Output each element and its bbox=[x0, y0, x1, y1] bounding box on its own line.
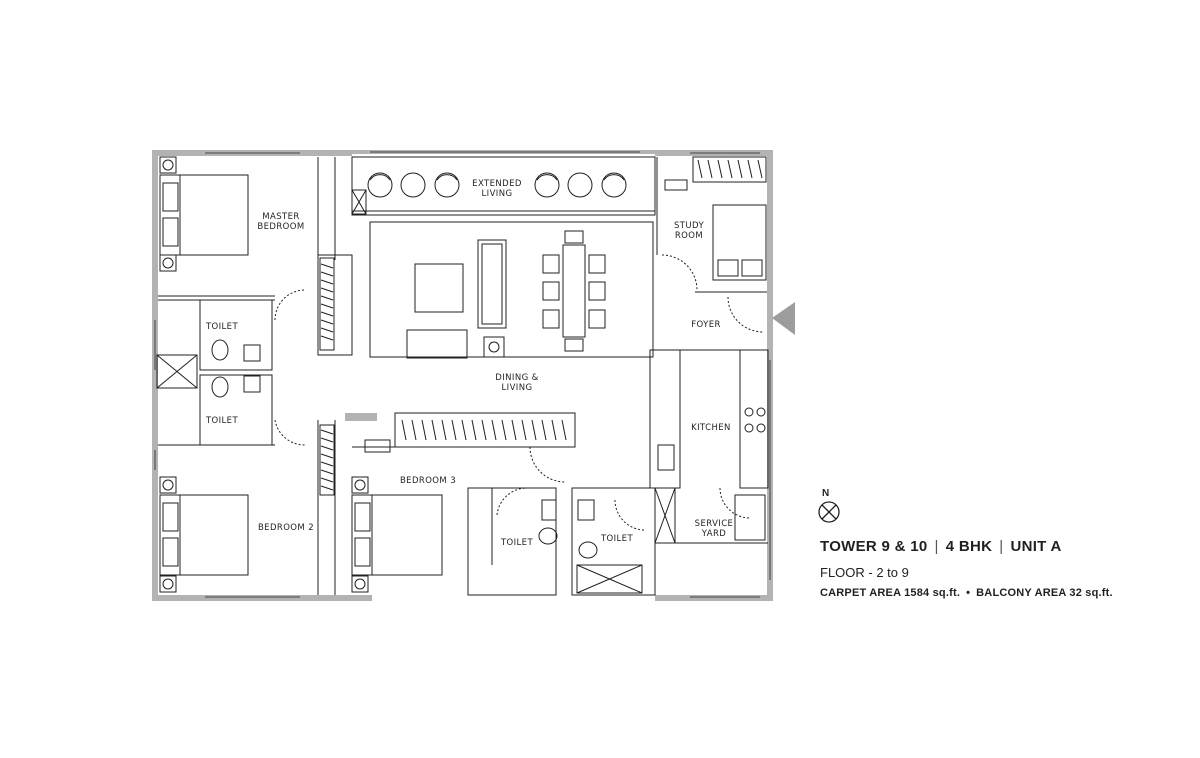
windows bbox=[154, 151, 771, 598]
master-bedroom-furniture bbox=[159, 156, 249, 272]
room-labels: MASTER BEDROOM EXTENDED LIVING STUDY ROO… bbox=[205, 179, 733, 548]
label-study-2: ROOM bbox=[675, 231, 703, 241]
label-toilet-b3: TOILET bbox=[500, 538, 533, 548]
bedroom-3-furniture bbox=[351, 439, 443, 593]
toilet-b3-fixtures bbox=[467, 487, 558, 596]
balcony-chairs bbox=[367, 172, 627, 198]
label-service-2: YARD bbox=[701, 529, 726, 539]
toilet-common-fixtures bbox=[571, 487, 656, 596]
study-room-furniture bbox=[656, 156, 767, 293]
toilet-top-fixtures bbox=[156, 299, 273, 389]
label-extended-1: EXTENDED bbox=[472, 179, 522, 189]
label-foyer: FOYER bbox=[691, 320, 721, 330]
label-study-1: STUDY bbox=[674, 221, 704, 231]
north-label: N bbox=[822, 488, 830, 499]
kitchen-counters bbox=[649, 349, 769, 489]
balcony-area: BALCONY AREA 32 sq.ft. bbox=[976, 587, 1113, 599]
unit-title: TOWER 9 & 10 | 4 BHK | UNIT A bbox=[820, 538, 1062, 555]
compass-icon bbox=[818, 501, 840, 523]
label-kitchen: KITCHEN bbox=[691, 423, 731, 433]
label-extended-2: LIVING bbox=[482, 189, 513, 199]
living-wardrobe bbox=[394, 412, 576, 448]
label-toilet-top: TOILET bbox=[205, 322, 238, 332]
floor-plan: MASTER BEDROOM EXTENDED LIVING STUDY ROO… bbox=[152, 150, 795, 601]
label-toilet-common: TOILET bbox=[600, 534, 633, 544]
sofa-set bbox=[406, 239, 507, 359]
label-toilet-mid: TOILET bbox=[205, 416, 238, 426]
toilet-mid-fixtures bbox=[199, 374, 273, 446]
floor-range: FLOOR - 2 to 9 bbox=[820, 565, 909, 580]
bedroom-2-wardrobe bbox=[319, 424, 335, 496]
bedroom-2-furniture bbox=[159, 476, 249, 593]
master-wardrobe bbox=[319, 257, 335, 351]
entry-arrow-icon bbox=[772, 302, 795, 335]
label-service-1: SERVICE bbox=[695, 519, 734, 529]
area-summary: CARPET AREA 1584 sq.ft. • BALCONY AREA 32 … bbox=[820, 587, 1113, 599]
label-bedroom-3: BEDROOM 3 bbox=[400, 476, 456, 486]
area-bullet: • bbox=[966, 587, 971, 599]
extended-living-balcony bbox=[351, 156, 656, 216]
dining-table bbox=[542, 230, 606, 352]
separator-1: | bbox=[934, 538, 939, 555]
label-master-1: MASTER bbox=[262, 212, 299, 222]
unit-label: UNIT A bbox=[1010, 538, 1062, 555]
label-master-2: BEDROOM bbox=[257, 222, 304, 232]
north-compass: N bbox=[817, 488, 847, 524]
carpet-area: CARPET AREA 1584 sq.ft. bbox=[820, 587, 961, 599]
tower-label: TOWER 9 & 10 bbox=[820, 538, 928, 555]
label-bedroom-2: BEDROOM 2 bbox=[258, 523, 314, 533]
living-room-outline bbox=[369, 221, 654, 358]
label-dining-2: LIVING bbox=[502, 383, 533, 393]
separator-2: | bbox=[999, 538, 1004, 555]
label-dining-1: DINING & bbox=[495, 373, 538, 383]
bhk-label: 4 BHK bbox=[945, 538, 993, 555]
